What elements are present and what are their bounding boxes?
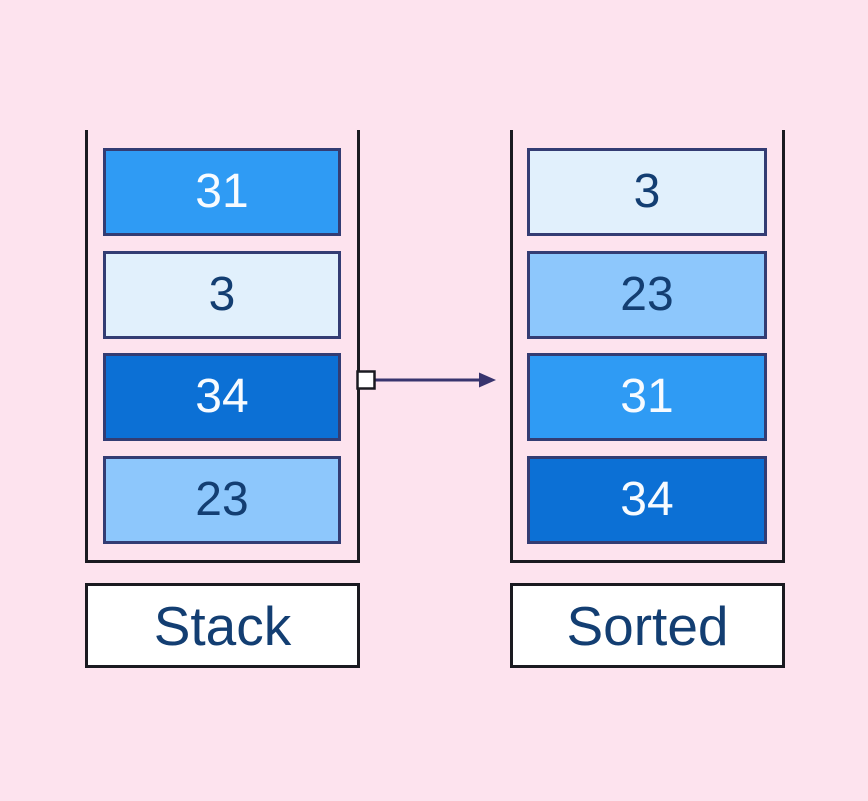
sorted-item-3: 3 <box>527 148 767 236</box>
stack-item-23: 23 <box>103 456 341 544</box>
sorted-item-value: 3 <box>633 165 661 218</box>
stack-item-value: 31 <box>195 165 249 218</box>
transfer-arrow <box>356 370 496 390</box>
sorted-label: Sorted <box>510 583 785 668</box>
stack-label-text: Stack <box>153 594 292 657</box>
stack-item-3: 3 <box>103 251 341 339</box>
sorted-item-34: 34 <box>527 456 767 544</box>
stack-item-34: 34 <box>103 353 341 441</box>
sorted-item-31: 31 <box>527 353 767 441</box>
sorted-item-23: 23 <box>527 251 767 339</box>
stack-item-value: 3 <box>208 268 236 321</box>
stack-container <box>85 130 360 563</box>
sorted-item-value: 31 <box>620 370 674 423</box>
stack-item-31: 31 <box>103 148 341 236</box>
sorted-item-value: 23 <box>620 268 674 321</box>
stack-item-value: 23 <box>195 473 249 526</box>
sorted-label-text: Sorted <box>566 594 729 657</box>
sorted-container <box>510 130 785 563</box>
sorted-item-value: 34 <box>620 473 674 526</box>
arrow-origin-square-icon <box>356 370 376 390</box>
stack-label: Stack <box>85 583 360 668</box>
stack-item-value: 34 <box>195 370 249 423</box>
arrowhead-icon <box>479 372 496 388</box>
